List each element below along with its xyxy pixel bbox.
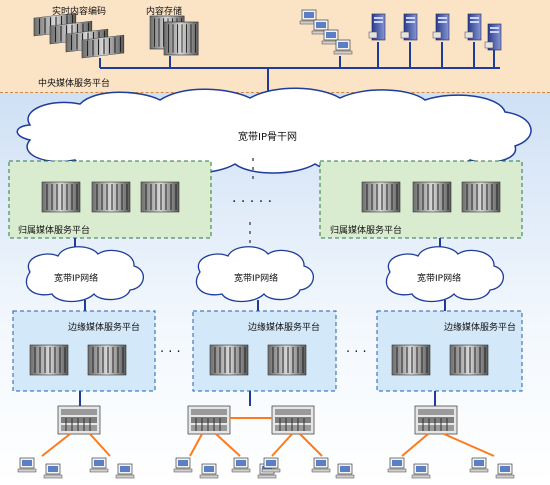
home-platform-label-2: 归属媒体服务平台 xyxy=(330,226,403,236)
ip-network-cloud-1 xyxy=(25,246,144,303)
home-platform-label-1: 归属媒体服务平台 xyxy=(18,226,91,236)
storage-label: 内容存储 xyxy=(146,7,183,17)
storage-arrays xyxy=(149,15,199,56)
ip-network-cloud-3 xyxy=(385,246,504,303)
ip-network-cloud-2 xyxy=(195,246,314,303)
network-to-edge-links xyxy=(84,300,446,311)
backbone-label: 宽带IP骨干网 xyxy=(238,132,297,143)
encoding-servers xyxy=(33,12,125,59)
ellipsis-links xyxy=(249,158,254,245)
encoding-label: 实时内容编码 xyxy=(52,7,107,17)
edge-platform-label-3: 边缘媒体服务平台 xyxy=(444,323,517,333)
ip-network-label-2: 宽带IP网络 xyxy=(234,274,279,284)
access-links xyxy=(41,417,495,457)
ip-network-label-3: 宽带IP网络 xyxy=(417,274,462,284)
central-bus-lines xyxy=(99,42,500,110)
edge-platform-label-2: 边缘媒体服务平台 xyxy=(248,323,321,333)
home-racks-1 xyxy=(41,181,180,213)
home-racks-2 xyxy=(361,181,501,213)
horizontal-ellipsis-right: · · · xyxy=(346,345,367,360)
edge-platform-label-1: 边缘媒体服务平台 xyxy=(68,323,141,333)
edge-to-switch-links xyxy=(79,391,436,406)
central-platform-label: 中央媒体服务平台 xyxy=(38,79,111,89)
user-terminals xyxy=(17,457,515,479)
server-cluster xyxy=(299,9,502,55)
horizontal-ellipsis-top: · · · · · xyxy=(232,194,272,210)
access-switches xyxy=(57,405,458,435)
ip-network-label-1: 宽带IP网络 xyxy=(54,274,99,284)
horizontal-ellipsis-left: · · · xyxy=(160,345,181,360)
